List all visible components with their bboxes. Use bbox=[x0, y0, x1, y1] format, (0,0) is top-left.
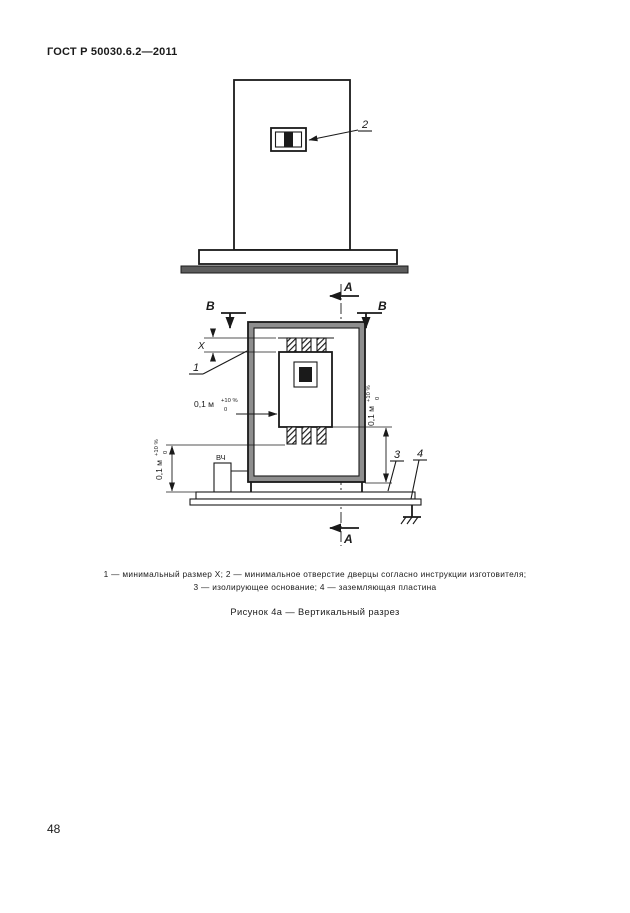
item3-label: 3 bbox=[394, 449, 401, 461]
terminal-bottom-block bbox=[301, 426, 312, 445]
dim-x-label: X bbox=[197, 341, 205, 352]
device-handle-front bbox=[284, 132, 293, 147]
terminal-top-block bbox=[301, 337, 312, 353]
section-view: A A B B X 1 0,1 м +10 % 0 bbox=[154, 280, 427, 546]
dim-bottomleft-tol-top: +10 % bbox=[154, 439, 160, 456]
device-handle-section bbox=[299, 367, 312, 382]
item4-leader-line bbox=[410, 459, 420, 500]
support-block bbox=[213, 462, 232, 493]
terminal-top-block bbox=[286, 337, 297, 353]
earthing-plate-section bbox=[189, 498, 422, 506]
item2-label: 2 bbox=[361, 119, 368, 131]
figure-caption: 1 — минимальный размер X; 2 — минимально… bbox=[0, 568, 630, 594]
dim-left-tol-bottom: 0 bbox=[224, 407, 227, 413]
section-b-label-left: B bbox=[206, 299, 215, 313]
terminal-bottom-block bbox=[316, 426, 327, 445]
dim-left-value: 0,1 м bbox=[194, 399, 214, 409]
support-label: ВЧ bbox=[216, 453, 226, 462]
item2-leader-line bbox=[308, 129, 359, 142]
ground-plate-front bbox=[180, 265, 409, 274]
dim-bottomleft-tol-bottom: 0 bbox=[163, 451, 169, 454]
item1-leader-line bbox=[202, 350, 248, 375]
figure-title: Рисунок 4а — Вертикальный разрез bbox=[230, 607, 400, 617]
page-header: ГОСТ Р 50030.6.2—2011 bbox=[47, 46, 178, 58]
terminal-bottom-block bbox=[286, 426, 297, 445]
figure-caption-line2: 3 — изолирующее основание; 4 — заземляющ… bbox=[193, 582, 437, 592]
item3-leader-line bbox=[387, 460, 397, 492]
figure-caption-line1: 1 — минимальный размер X; 2 — минимально… bbox=[103, 569, 527, 579]
section-a-label-bottom: A bbox=[343, 532, 353, 546]
dim-bottomleft-text: 0,1 м +10 % 0 bbox=[154, 439, 169, 480]
earth-symbol-icon bbox=[400, 505, 421, 525]
dim-right-tol-top: +10 % bbox=[366, 385, 372, 402]
dim-right-tol-bottom: 0 bbox=[375, 397, 381, 400]
page-number: 48 bbox=[47, 822, 61, 836]
terminal-top-block bbox=[316, 337, 327, 353]
section-a-label-top: A bbox=[343, 280, 353, 294]
section-b-label-right: B bbox=[378, 299, 387, 313]
item1-label: 1 bbox=[193, 362, 199, 374]
dim-right-text: 0,1 м +10 % 0 bbox=[366, 385, 381, 426]
item4-label: 4 bbox=[417, 448, 423, 460]
insulating-base-section bbox=[195, 491, 416, 500]
base-plate-front bbox=[198, 249, 398, 265]
dim-right-value: 0,1 м bbox=[366, 406, 376, 426]
enclosure-front bbox=[233, 79, 351, 251]
dim-bottomleft-value: 0,1 м bbox=[154, 460, 164, 480]
dim-left-tol-top: +10 % bbox=[221, 398, 238, 404]
front-view: 2 bbox=[180, 79, 409, 274]
